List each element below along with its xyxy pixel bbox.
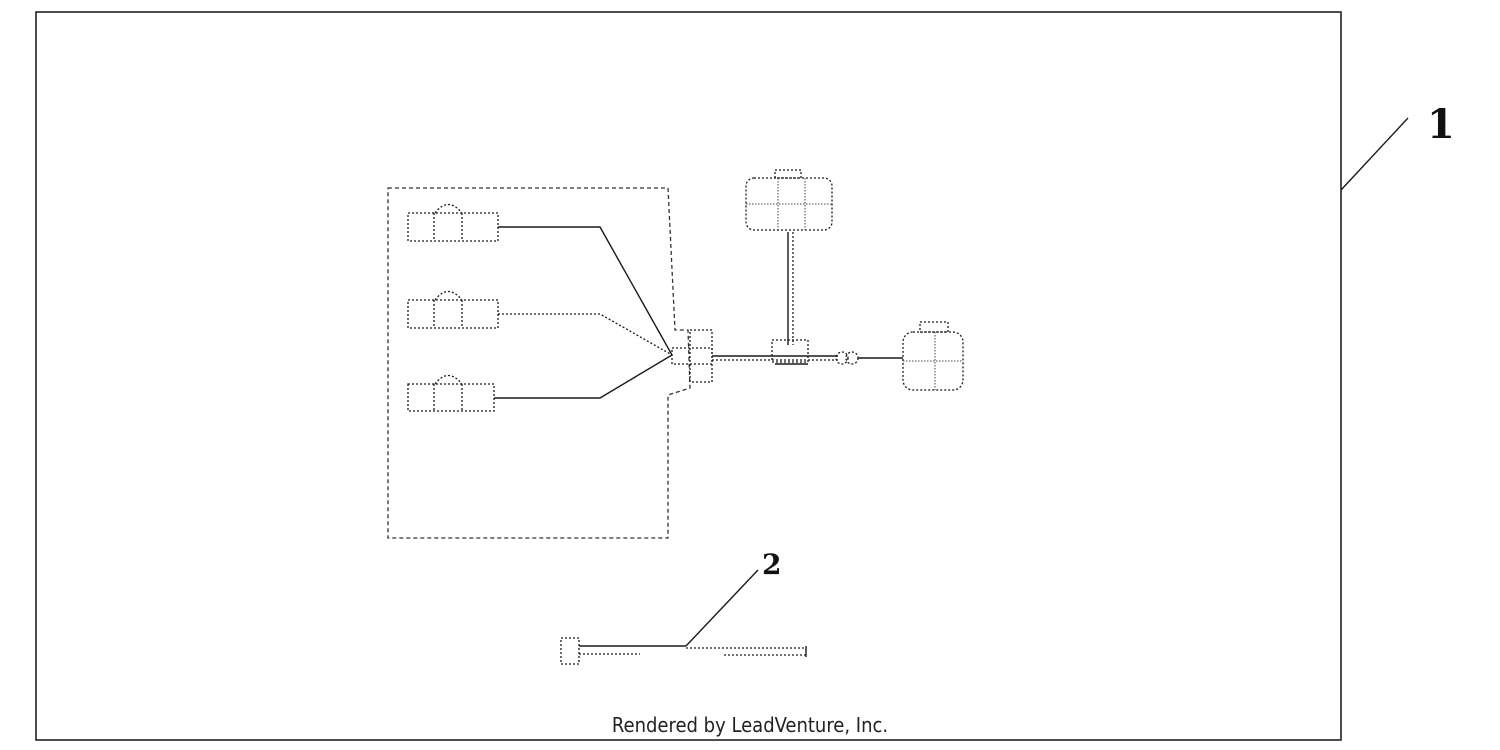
right-connector (902, 321, 964, 391)
junction-block (671, 329, 713, 383)
connector-a (407, 203, 499, 242)
connector-b (407, 290, 499, 329)
connector-c (407, 374, 495, 412)
callout-1-number[interactable]: 1 (1427, 101, 1455, 148)
top-connector (745, 169, 833, 231)
callout-2-number[interactable]: 2 (762, 548, 781, 581)
callout-1-leader (1340, 117, 1409, 191)
vertical-branch (787, 232, 794, 345)
connector-panel (387, 187, 691, 539)
diagram-frame (35, 11, 1342, 741)
harness-wires (494, 226, 673, 399)
footer-credit: Rendered by LeadVenture, Inc. (612, 713, 888, 737)
part-2-wire (560, 637, 807, 665)
main-trunk (712, 339, 903, 365)
callout-2-leader (685, 569, 759, 647)
